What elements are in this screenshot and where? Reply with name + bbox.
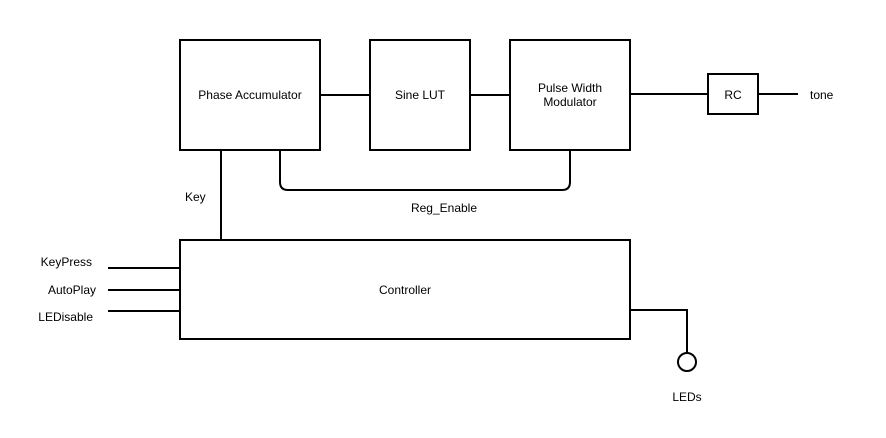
leds-terminal [677,352,697,372]
reg-enable-label: Reg_Enable [411,201,477,215]
rc-label: RC [724,88,742,102]
phase-accumulator-label: Phase Accumulator [198,88,301,102]
leds-label: LEDs [672,390,701,404]
sine-lut-label: Sine LUT [395,88,446,102]
wire-controller-to-leds [630,309,688,353]
keypress-label: KeyPress [41,255,92,269]
wire-reg-enable [279,150,571,191]
key-label: Key [185,190,206,204]
autoplay-label: AutoPlay [48,283,96,297]
pwm-label-line2: Modulator [543,95,596,109]
ledisable-label: LEDisable [38,310,93,324]
controller-label: Controller [379,283,431,297]
tone-label: tone [810,88,834,102]
pwm-label-line1: Pulse Width [538,81,602,95]
